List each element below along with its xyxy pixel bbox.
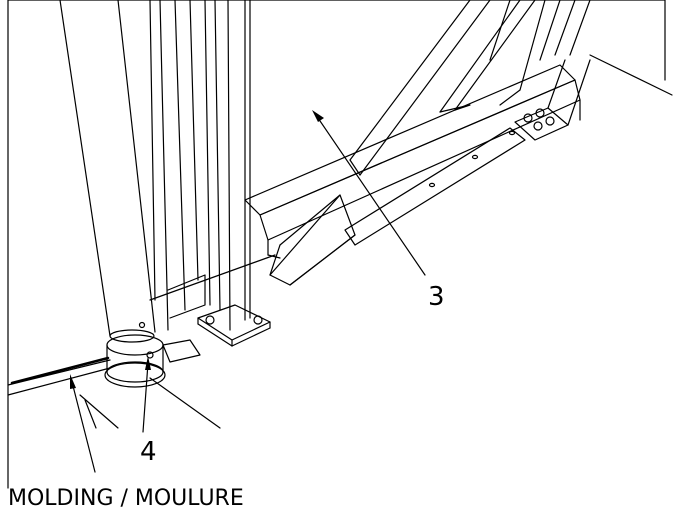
molding-label: MOLDING / MOULURE bbox=[8, 486, 244, 511]
left-pole bbox=[59, 0, 156, 343]
lower-block bbox=[269, 194, 356, 286]
leader-arrows bbox=[70, 110, 426, 473]
pole-base-collar bbox=[104, 334, 201, 388]
arrow-part-4 bbox=[142, 362, 149, 433]
post-base-plate bbox=[197, 304, 271, 347]
vertical-post bbox=[204, 0, 251, 331]
truss-structure bbox=[349, 0, 591, 176]
right-bracket bbox=[514, 59, 591, 141]
side-panel-lines bbox=[149, 0, 276, 331]
main-beam bbox=[244, 64, 581, 259]
callout-4: 4 bbox=[140, 437, 157, 467]
floor-lines bbox=[7, 54, 673, 429]
arrow-molding bbox=[71, 381, 96, 473]
frame-border bbox=[7, 0, 666, 489]
arrow-part-3 bbox=[317, 117, 426, 276]
callout-3: 3 bbox=[428, 282, 445, 312]
mounting-plate bbox=[344, 127, 526, 246]
